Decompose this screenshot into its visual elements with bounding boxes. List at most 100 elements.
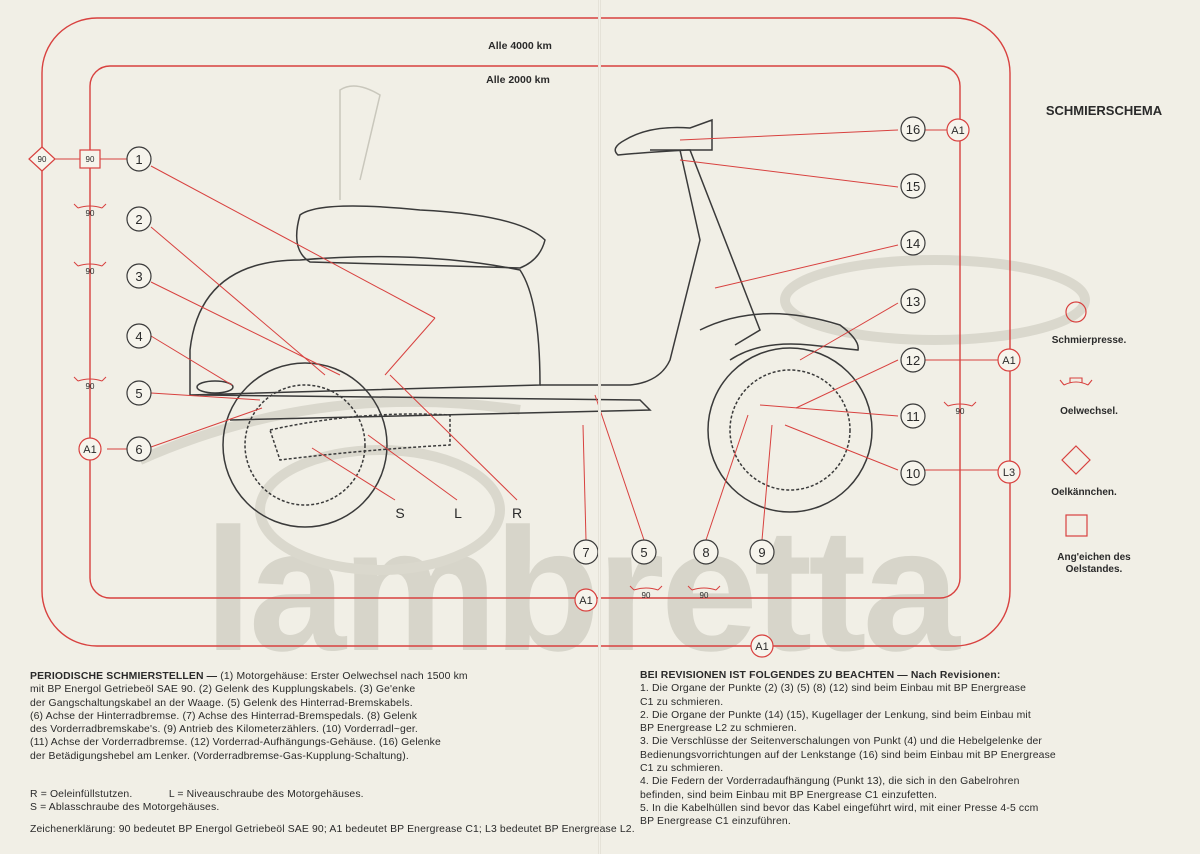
text-line: 5. In die Kabelhüllen sind bevor das Kab… <box>640 802 1039 814</box>
front-fork <box>650 149 761 346</box>
section-heading: BEI REVISIONEN IST FOLGENDES ZU BEACHTEN… <box>640 670 1001 681</box>
text-line: Bedienungsvorrichtungen auf der Lenkstan… <box>640 749 1056 761</box>
text-line: BP Energrease L2 zu schmieren. <box>640 723 797 735</box>
plug-legend-text: R = Oeleinfüllstutzen. L = Niveauschraub… <box>30 788 590 815</box>
text-line: der Betädigungshebel am Lenker. (Vorderr… <box>30 750 409 762</box>
svg-text:A1: A1 <box>755 641 768 653</box>
rear-wheel <box>222 362 388 528</box>
circle-icon <box>1065 301 1087 323</box>
svg-text:90: 90 <box>700 591 709 600</box>
svg-text:13: 13 <box>906 294 920 309</box>
grease-a1-marker: A1 <box>997 348 1021 372</box>
handlebar <box>614 118 713 156</box>
periodic-lubrication-text: PERIODISCHE SCHMIERSTELLEN — (1) Motorge… <box>30 670 575 763</box>
point-marker: 6 <box>126 436 152 462</box>
point-marker: 8 <box>693 539 719 565</box>
plug-letters: S L R <box>395 505 522 521</box>
text-line: 1. Die Organe der Punkte (2) (3) (5) (8)… <box>640 683 1027 695</box>
svg-text:11: 11 <box>906 409 920 424</box>
interval-inner-label: Alle 2000 km <box>486 74 550 86</box>
text-line: (1) Motorgehäuse: Erster Oelwechsel nach… <box>220 671 468 682</box>
point-marker: 14 <box>900 230 926 256</box>
letter-l: L <box>454 505 462 521</box>
grease-a1-marker: A1 <box>750 634 774 658</box>
leader-lines <box>42 129 998 541</box>
svg-text:14: 14 <box>906 236 920 251</box>
symbol-legend: Schmierpresse. Oelwechsel. Oelkännchen. … <box>1051 301 1131 575</box>
grease-a1-marker: A1 <box>78 437 102 461</box>
svg-text:2: 2 <box>135 212 142 227</box>
text-line: 4. Die Federn der Vorderradaufhängung (P… <box>640 776 1020 788</box>
legend-r: R = Oeleinfüllstutzen. <box>30 789 133 800</box>
legend-s: S = Ablasschraube des Motorgehäuses. <box>30 802 220 814</box>
point-marker: 12 <box>900 347 926 373</box>
svg-text:90: 90 <box>642 591 651 600</box>
point-marker: 5 <box>631 539 657 565</box>
front-mudguard <box>699 312 859 361</box>
svg-text:90: 90 <box>86 267 95 276</box>
legend-label: Oelkännchen. <box>1051 487 1117 498</box>
square-icon <box>1065 514 1088 537</box>
svg-text:A1: A1 <box>1002 355 1015 367</box>
svg-text:9: 9 <box>758 545 765 560</box>
legend-l: L = Niveauschraube des Motorgehäuses. <box>168 789 364 800</box>
point-marker: 10 <box>900 460 926 486</box>
text-line: mit BP Energol Getriebeöl SAE 90. (2) Ge… <box>30 684 416 696</box>
grease-l3-marker: L3 <box>997 460 1021 484</box>
svg-text:1: 1 <box>135 152 142 167</box>
svg-text:90: 90 <box>86 209 95 218</box>
seat <box>295 205 546 269</box>
letter-s: S <box>395 505 404 521</box>
engine-casing <box>269 413 451 461</box>
svg-text:A1: A1 <box>579 595 592 607</box>
text-line: C1 zu schmieren. <box>640 696 724 708</box>
svg-text:4: 4 <box>135 329 142 344</box>
svg-text:7: 7 <box>582 545 589 560</box>
oil-change-marker: 90 <box>943 401 977 416</box>
svg-text:90: 90 <box>956 407 965 416</box>
grease-markers: A1 A1 A1 L3 A1 A1 <box>78 118 1021 658</box>
rear-light <box>196 380 234 394</box>
point-marker: 2 <box>126 206 152 232</box>
text-line: (11) Achse der Vorderradbremse. (12) Vor… <box>30 737 441 749</box>
point-marker: 13 <box>900 288 926 314</box>
svg-text:5: 5 <box>135 386 142 401</box>
oil-markers: 90 90 90 90 90 90 90 90 <box>28 146 977 600</box>
svg-text:90: 90 <box>86 155 95 164</box>
legend-label: Oelstandes. <box>1066 564 1123 575</box>
leg-shield <box>540 149 701 386</box>
oil-level-square-marker: 90 <box>79 149 101 169</box>
interval-frames <box>41 17 1011 647</box>
point-marker: 7 <box>573 539 599 565</box>
text-line: befinden, sind beim Einbau mit BP Energr… <box>640 789 938 801</box>
svg-text:12: 12 <box>906 353 920 368</box>
scooter-drawing <box>189 85 873 528</box>
lubrication-points: 1 2 3 4 5 6 7 5 8 9 10 11 12 13 14 15 16 <box>126 116 926 565</box>
legend-label: Ang'eichen des <box>1057 552 1131 563</box>
svg-text:6: 6 <box>135 442 142 457</box>
letter-r: R <box>512 505 522 521</box>
svg-text:8: 8 <box>702 545 709 560</box>
svg-text:90: 90 <box>38 155 47 164</box>
point-marker: 16 <box>900 116 926 142</box>
rear-body <box>189 255 541 396</box>
interval-outer-label: Alle 4000 km <box>488 40 552 52</box>
svg-text:15: 15 <box>906 179 920 194</box>
oil-change-marker: 90 <box>73 261 107 276</box>
svg-text:10: 10 <box>906 466 920 481</box>
point-marker: 9 <box>749 539 775 565</box>
diamond-icon <box>1061 445 1091 475</box>
oil-change-icon <box>1059 377 1093 386</box>
grease-a1-marker: A1 <box>946 118 970 142</box>
point-marker: 15 <box>900 173 926 199</box>
frame-4000km <box>41 17 1011 647</box>
frame-2000km <box>89 65 961 599</box>
svg-text:L3: L3 <box>1003 467 1015 479</box>
oil-change-marker: 90 <box>73 203 107 218</box>
text-line: der Gangschaltungskabel an der Waage. (5… <box>30 697 413 709</box>
spare-wheel-ghost <box>339 85 381 200</box>
svg-text:3: 3 <box>135 269 142 284</box>
text-line: (6) Achse der Hinterradbremse. (7) Achse… <box>30 710 418 722</box>
legend-label: Oelwechsel. <box>1060 406 1118 417</box>
